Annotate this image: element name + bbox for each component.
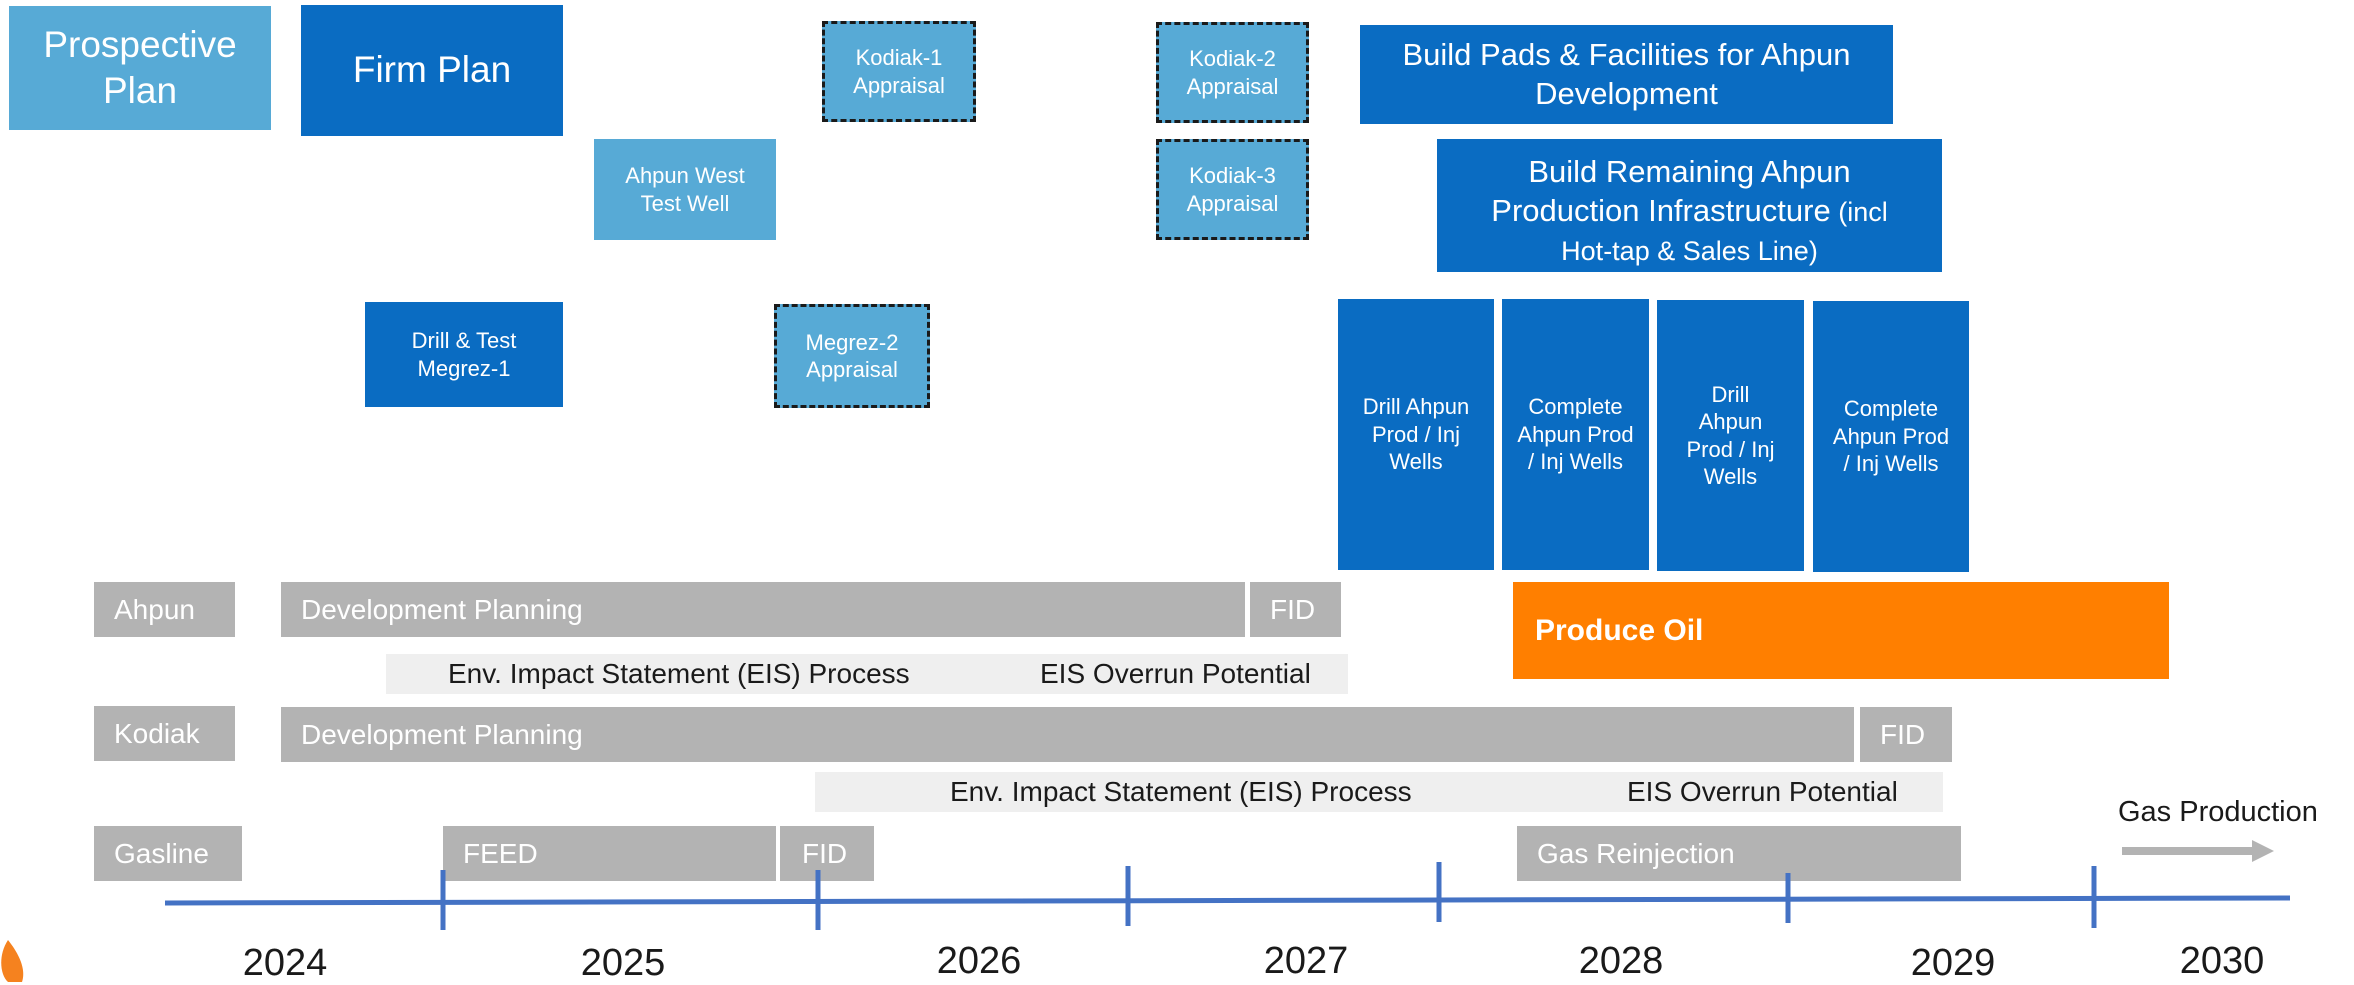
year-label-2024: 2024 xyxy=(242,942,328,984)
gas-production-label: Gas Production xyxy=(2118,796,2318,828)
gas-production-arrow-icon xyxy=(2122,840,2274,862)
kodiak-2-appraisal-box: Kodiak-2 Appraisal xyxy=(1156,22,1309,123)
kodiak-fid-bar: FID xyxy=(1860,707,1952,762)
year-label-2029: 2029 xyxy=(1910,942,1996,984)
kodiak-eis-process-text: Env. Impact Statement (EIS) Process xyxy=(950,776,1412,807)
kodiak-eis-process-bar: Env. Impact Statement (EIS) Process EIS … xyxy=(815,772,1943,812)
kodiak-row-label: Kodiak xyxy=(94,706,235,761)
gasline-feed-bar: FEED xyxy=(443,826,776,881)
produce-oil-bar: Produce Oil xyxy=(1513,582,2169,679)
gasline-row-label: Gasline xyxy=(94,826,242,881)
build-remaining-main-text: Build Remaining Ahpun Production Infrast… xyxy=(1491,154,1851,228)
year-label-2030: 2030 xyxy=(2179,940,2265,982)
complete-ahpun-wells-box-2: Complete Ahpun Prod / Inj Wells xyxy=(1813,301,1969,572)
drill-ahpun-wells-box-1: Drill Ahpun Prod / Inj Wells xyxy=(1338,299,1494,570)
build-pads-facilities-box: Build Pads & Facilities for Ahpun Develo… xyxy=(1360,25,1893,124)
ahpun-fid-bar: FID xyxy=(1250,582,1341,637)
build-remaining-infrastructure-box: Build Remaining Ahpun Production Infrast… xyxy=(1437,139,1942,272)
flame-icon xyxy=(1,940,24,982)
megrez-1-drill-test-box: Drill & Test Megrez-1 xyxy=(365,302,563,407)
drill-ahpun-wells-box-2: Drill Ahpun Prod / Inj Wells xyxy=(1657,300,1804,571)
year-label-2025: 2025 xyxy=(580,942,666,984)
ahpun-west-test-well-box: Ahpun West Test Well xyxy=(594,139,776,240)
year-label-2028: 2028 xyxy=(1578,940,1664,982)
year-label-2027: 2027 xyxy=(1263,940,1349,982)
ahpun-development-planning-bar: Development Planning xyxy=(281,582,1245,637)
kodiak-1-appraisal-box: Kodiak-1 Appraisal xyxy=(822,21,976,122)
complete-ahpun-wells-box-1: Complete Ahpun Prod / Inj Wells xyxy=(1502,299,1649,570)
legend-firm-plan: Firm Plan xyxy=(301,5,563,136)
ahpun-eis-process-text: Env. Impact Statement (EIS) Process xyxy=(448,658,910,689)
megrez-2-appraisal-box: Megrez-2 Appraisal xyxy=(774,304,930,408)
year-label-2026: 2026 xyxy=(936,940,1022,982)
gasline-fid-bar: FID xyxy=(780,826,874,881)
ahpun-eis-process-bar: Env. Impact Statement (EIS) Process EIS … xyxy=(386,654,1348,694)
ahpun-row-label: Ahpun xyxy=(94,582,235,637)
build-remaining-suffix-text: (incl Hot-tap & Sales Line) xyxy=(1561,196,1888,266)
kodiak-eis-overrun-text: EIS Overrun Potential xyxy=(1627,776,1898,807)
ahpun-eis-overrun-text: EIS Overrun Potential xyxy=(1040,658,1311,689)
kodiak-development-planning-bar: Development Planning xyxy=(281,707,1854,762)
timeline-axis-line xyxy=(164,895,2291,906)
kodiak-3-appraisal-box: Kodiak-3 Appraisal xyxy=(1156,139,1309,240)
legend-prospective-plan: Prospective Plan xyxy=(9,6,271,130)
gas-reinjection-bar: Gas Reinjection xyxy=(1517,826,1961,881)
